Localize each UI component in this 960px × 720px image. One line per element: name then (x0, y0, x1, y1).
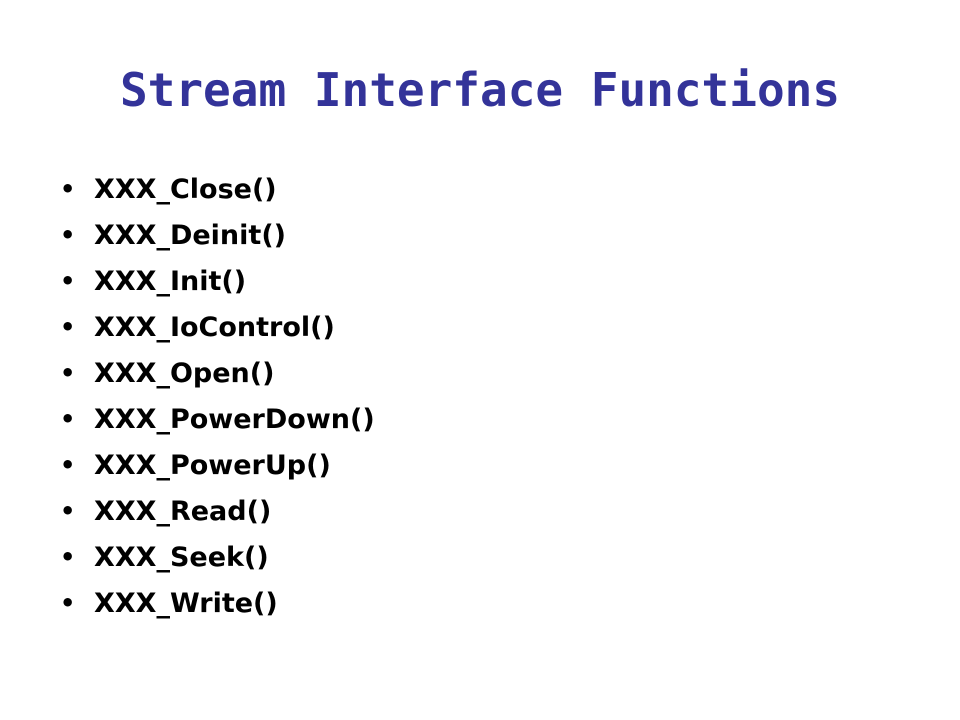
bullet-item: • XXX_PowerDown() (60, 396, 375, 442)
bullet-icon: • (60, 589, 76, 617)
bullet-text: XXX_Close() (94, 173, 277, 205)
bullet-item: • XXX_PowerUp() (60, 442, 375, 488)
bullet-text: XXX_Write() (94, 587, 278, 619)
bullet-item: • XXX_Close() (60, 166, 375, 212)
bullet-text: XXX_Read() (94, 495, 272, 527)
bullet-icon: • (60, 313, 76, 341)
bullet-text: XXX_Open() (94, 357, 275, 389)
slide-title: Stream Interface Functions (119, 63, 841, 117)
bullet-icon: • (60, 543, 76, 571)
bullet-text: XXX_Seek() (94, 541, 269, 573)
bullet-text: XXX_PowerUp() (94, 449, 331, 481)
bullet-item: • XXX_Open() (60, 350, 375, 396)
bullet-icon: • (60, 221, 76, 249)
bullet-text: XXX_PowerDown() (94, 403, 375, 435)
bullet-text: XXX_Deinit() (94, 219, 286, 251)
bullet-text: XXX_IoControl() (94, 311, 335, 343)
bullet-icon: • (60, 267, 76, 295)
bullet-item: • XXX_IoControl() (60, 304, 375, 350)
bullet-list: • XXX_Close() • XXX_Deinit() • XXX_Init(… (60, 166, 375, 626)
bullet-icon: • (60, 405, 76, 433)
bullet-text: XXX_Init() (94, 265, 247, 297)
bullet-item: • XXX_Write() (60, 580, 375, 626)
bullet-item: • XXX_Deinit() (60, 212, 375, 258)
bullet-item: • XXX_Seek() (60, 534, 375, 580)
bullet-item: • XXX_Read() (60, 488, 375, 534)
bullet-item: • XXX_Init() (60, 258, 375, 304)
bullet-icon: • (60, 359, 76, 387)
bullet-icon: • (60, 175, 76, 203)
bullet-icon: • (60, 497, 76, 525)
bullet-icon: • (60, 451, 76, 479)
